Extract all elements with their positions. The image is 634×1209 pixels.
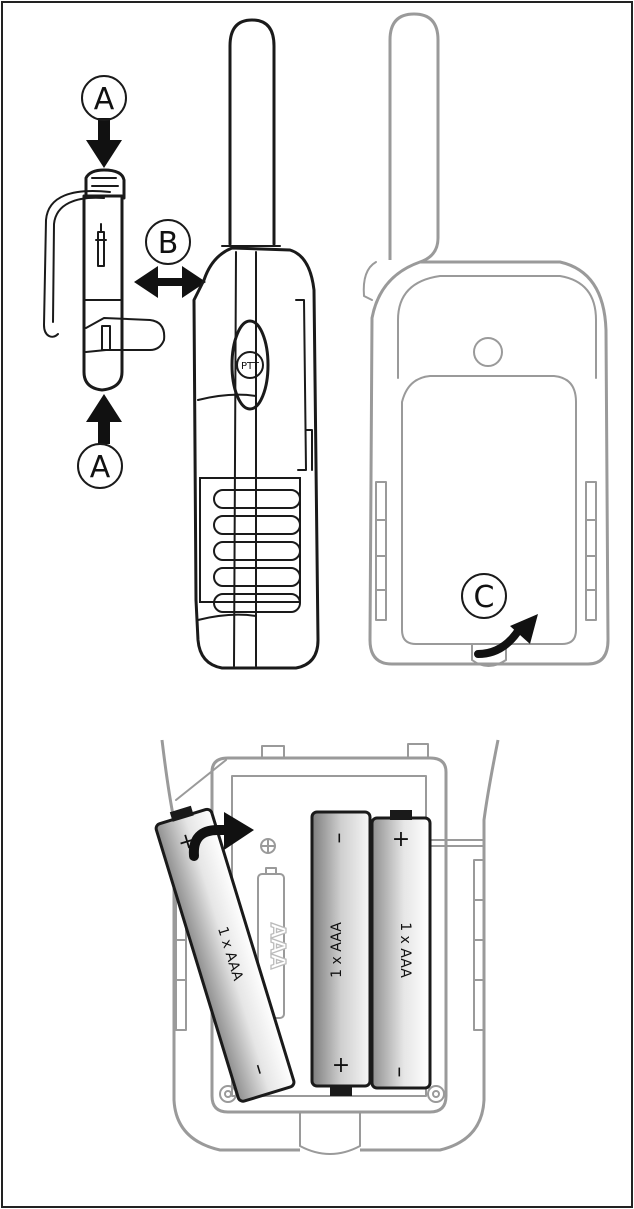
ptt-label: PTT xyxy=(241,361,260,372)
radio-side-view: PTT xyxy=(192,18,320,670)
label-a-top: A xyxy=(94,82,115,117)
label-b: B xyxy=(158,226,179,261)
battery-2-plus: + xyxy=(332,1053,350,1078)
ptt-button xyxy=(236,351,264,379)
label-a-bottom: A xyxy=(90,450,111,485)
battery-3: + – 1 x AAA xyxy=(370,810,432,1090)
radio-back-view xyxy=(362,12,610,667)
insert-arrow xyxy=(188,812,254,861)
compartment-marking: AAA xyxy=(266,923,290,970)
battery-1: + – 1 x AAA xyxy=(154,805,296,1103)
label-circle-c xyxy=(461,573,507,619)
battery-2: – + 1 x AAA xyxy=(310,810,372,1096)
battery-compartment: AAA xyxy=(160,739,500,1155)
arrow-a-bottom xyxy=(86,394,122,444)
label-circle-a-top xyxy=(81,75,127,121)
battery-3-plus: + xyxy=(392,827,410,852)
battery-2-label: 1 x AAA xyxy=(329,922,345,978)
arrow-a-top xyxy=(86,118,122,168)
label-circle-b xyxy=(145,219,191,265)
battery-3-label: 1 x AAA xyxy=(397,922,413,978)
belt-clip xyxy=(43,168,166,392)
battery-3-minus: – xyxy=(387,1067,412,1078)
battery-2-minus: – xyxy=(327,833,352,844)
arrow-b xyxy=(134,266,206,298)
label-circle-a-bottom xyxy=(77,443,123,489)
label-c: C xyxy=(474,580,495,615)
speaker-grille xyxy=(199,477,301,613)
arrow-c xyxy=(474,614,538,658)
